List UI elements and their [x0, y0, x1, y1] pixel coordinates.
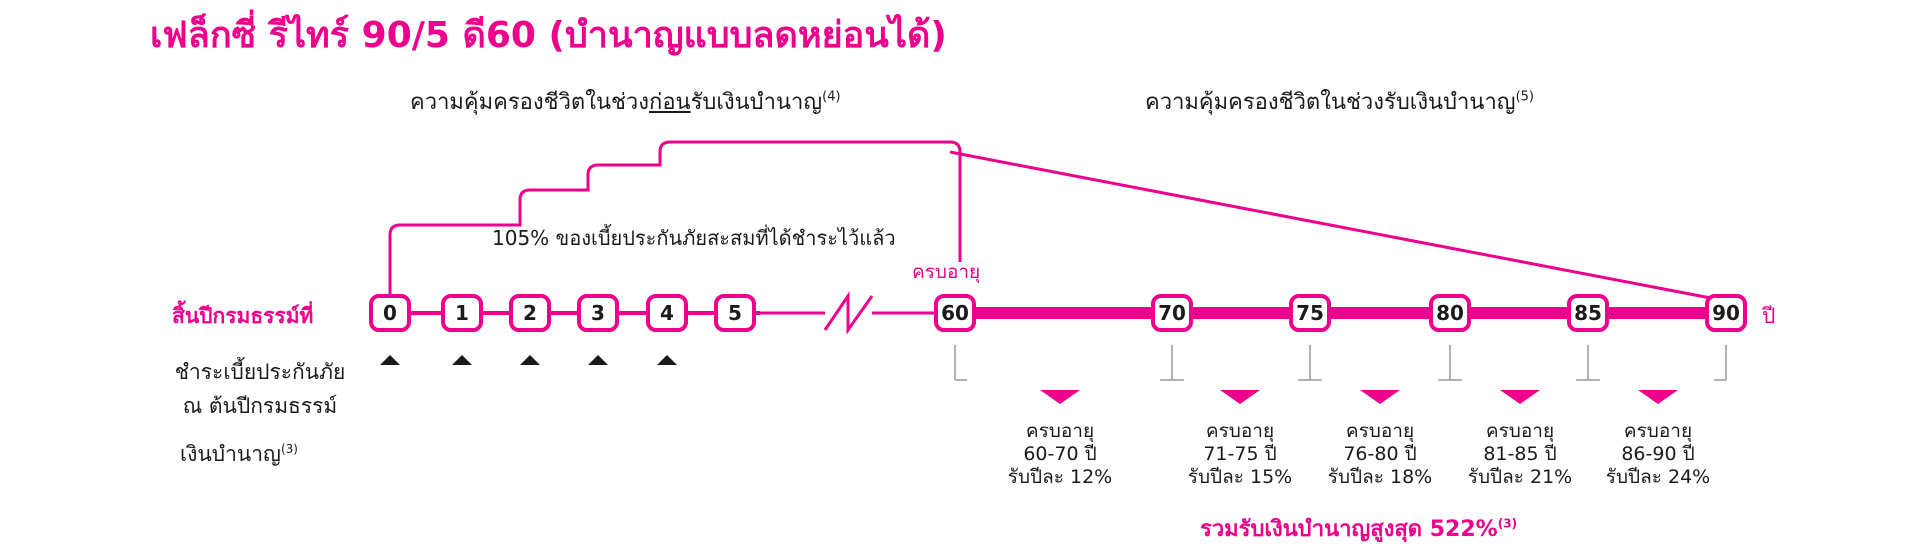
- scale-tick-4: [1576, 345, 1600, 381]
- policy-year-box-5: 5: [714, 294, 756, 332]
- total-annuity: รวมรับเงินบำนาญสูงสุด 522%(3): [1200, 511, 1517, 546]
- period-note-line3: รับปีละ 15%: [1187, 466, 1293, 488]
- period-note-line3: รับปีละ 18%: [1327, 466, 1433, 488]
- policy-year-box-1-label: 1: [455, 301, 469, 325]
- period-marker-0: [1040, 390, 1080, 404]
- section-before-annuity: ความคุ้มครองชีวิตในช่วงก่อนรับเงินบำนาญ(…: [410, 84, 841, 119]
- age-box-75-label: 75: [1296, 301, 1324, 325]
- policy-year-box-4-label: 4: [660, 301, 674, 325]
- age-box-90: 90: [1705, 294, 1747, 332]
- unit-label-year: ปี: [1762, 304, 1776, 328]
- age-box-80: 80: [1429, 294, 1471, 332]
- period-note-line2: 60-70 ปี: [1023, 443, 1097, 465]
- age-box-75: 75: [1289, 294, 1331, 332]
- section-during-annuity: ความคุ้มครองชีวิตในช่วงรับเงินบำนาญ(5): [1145, 84, 1534, 119]
- period-note-line1: ครบอายุ: [1345, 420, 1415, 442]
- age-box-85: 85: [1567, 294, 1609, 332]
- section-during-text: ความคุ้มครองชีวิตในช่วงรับเงินบำนาญ: [1145, 90, 1516, 115]
- period-note-2: ครบอายุ76-80 ปีรับปีละ 18%: [1300, 420, 1460, 489]
- annuity-period-markers: [1040, 390, 1678, 404]
- annuity-label-text: เงินบำนาญ: [180, 442, 281, 466]
- payment-marker-4: [657, 355, 677, 365]
- payment-label: ชำระเบี้ยประกันภัย ณ ต้นปีกรมธรรม์: [140, 355, 380, 423]
- age-box-90-label: 90: [1712, 301, 1740, 325]
- period-note-4: ครบอายุ86-90 ปีรับปีละ 24%: [1578, 420, 1738, 489]
- payment-marker-2: [520, 355, 540, 365]
- policy-year-box-2-label: 2: [523, 301, 537, 325]
- section-before-post: รับเงินบำนาญ: [690, 90, 823, 115]
- payment-label-line2: ณ ต้นปีกรมธรรม์: [182, 394, 338, 418]
- payment-marker-0: [380, 355, 400, 365]
- section-before-note: (4): [822, 89, 841, 105]
- period-note-line1: ครบอายุ: [1623, 420, 1693, 442]
- page-title: เฟล็กซี่ รีไทร์ 90/5 ดี60 (บำนาญแบบลดหย่…: [150, 15, 947, 56]
- scale-tick-1: [1160, 345, 1184, 381]
- period-marker-1: [1220, 390, 1260, 404]
- age-box-60-label: 60: [941, 301, 969, 325]
- period-note-3: ครบอายุ81-85 ปีรับปีละ 21%: [1440, 420, 1600, 489]
- period-note-line2: 76-80 ปี: [1343, 443, 1417, 465]
- period-marker-4: [1638, 390, 1678, 404]
- row-label-policy-year: สิ้นปีกรมธรรม์ที่: [172, 304, 314, 328]
- policy-year-box-0: 0: [369, 294, 411, 332]
- scale-tick-2: [1298, 345, 1322, 381]
- age-box-70-label: 70: [1158, 301, 1186, 325]
- policy-year-boxes: 0 1 2 3 4 5: [369, 294, 756, 332]
- timeline-break-icon: [823, 291, 874, 335]
- period-note-line3: รับปีละ 12%: [1007, 466, 1113, 488]
- scale-tick-3: [1438, 345, 1462, 381]
- policy-year-box-5-label: 5: [728, 301, 742, 325]
- payment-marker-3: [588, 355, 608, 365]
- annuity-age-boxes: 60 70 75 80 85 90: [934, 294, 1747, 332]
- period-marker-3: [1500, 390, 1540, 404]
- age-box-80-label: 80: [1436, 301, 1464, 325]
- total-annuity-note: (3): [1497, 516, 1518, 531]
- payment-marker-1: [452, 355, 472, 365]
- age-label: ครบอายุ: [912, 261, 981, 283]
- scale-tick-5: [1714, 345, 1727, 381]
- policy-year-box-0-label: 0: [383, 301, 397, 325]
- policy-year-box-1: 1: [441, 294, 483, 332]
- age-box-85-label: 85: [1574, 301, 1602, 325]
- age-box-60: 60: [934, 294, 976, 332]
- payment-ticks: [380, 355, 677, 365]
- policy-year-box-3: 3: [577, 294, 619, 332]
- section-before-underlined: ก่อน: [649, 90, 691, 115]
- annuity-label: เงินบำนาญ(3): [180, 438, 298, 471]
- section-before-pre: ความคุ้มครองชีวิตในช่วง: [410, 90, 650, 115]
- scale-tick-0: [954, 345, 967, 381]
- section-during-note: (5): [1515, 89, 1534, 105]
- period-note-line2: 86-90 ปี: [1621, 443, 1695, 465]
- annuity-label-note: (3): [280, 442, 298, 456]
- coverage-staircase-line: [388, 140, 962, 300]
- annuity-ticks: [954, 345, 1727, 381]
- period-note-line3: รับปีละ 24%: [1605, 466, 1711, 488]
- payment-label-line1: ชำระเบี้ยประกันภัย: [174, 360, 346, 384]
- policy-year-box-3-label: 3: [591, 301, 605, 325]
- period-note-line2: 81-85 ปี: [1483, 443, 1557, 465]
- policy-year-box-2: 2: [509, 294, 551, 332]
- policy-year-box-4: 4: [646, 294, 688, 332]
- period-note-line1: ครบอายุ: [1025, 420, 1095, 442]
- total-annuity-text: รวมรับเงินบำนาญสูงสุด 522%: [1200, 517, 1498, 542]
- step-label: 105% ของเบี้ยประกันภัยสะสมที่ได้ชำระไว้แ…: [492, 226, 896, 250]
- period-note-line1: ครบอายุ: [1205, 420, 1275, 442]
- period-note-1: ครบอายุ71-75 ปีรับปีละ 15%: [1160, 420, 1320, 489]
- period-marker-2: [1360, 390, 1400, 404]
- age-box-70: 70: [1151, 294, 1193, 332]
- annuity-band: [955, 307, 1730, 319]
- period-note-line2: 71-75 ปี: [1203, 443, 1277, 465]
- period-note-line1: ครบอายุ: [1485, 420, 1555, 442]
- period-note-0: ครบอายุ60-70 ปีรับปีละ 12%: [980, 420, 1140, 489]
- period-note-line3: รับปีละ 21%: [1467, 466, 1573, 488]
- coverage-decline-line: [949, 150, 1743, 306]
